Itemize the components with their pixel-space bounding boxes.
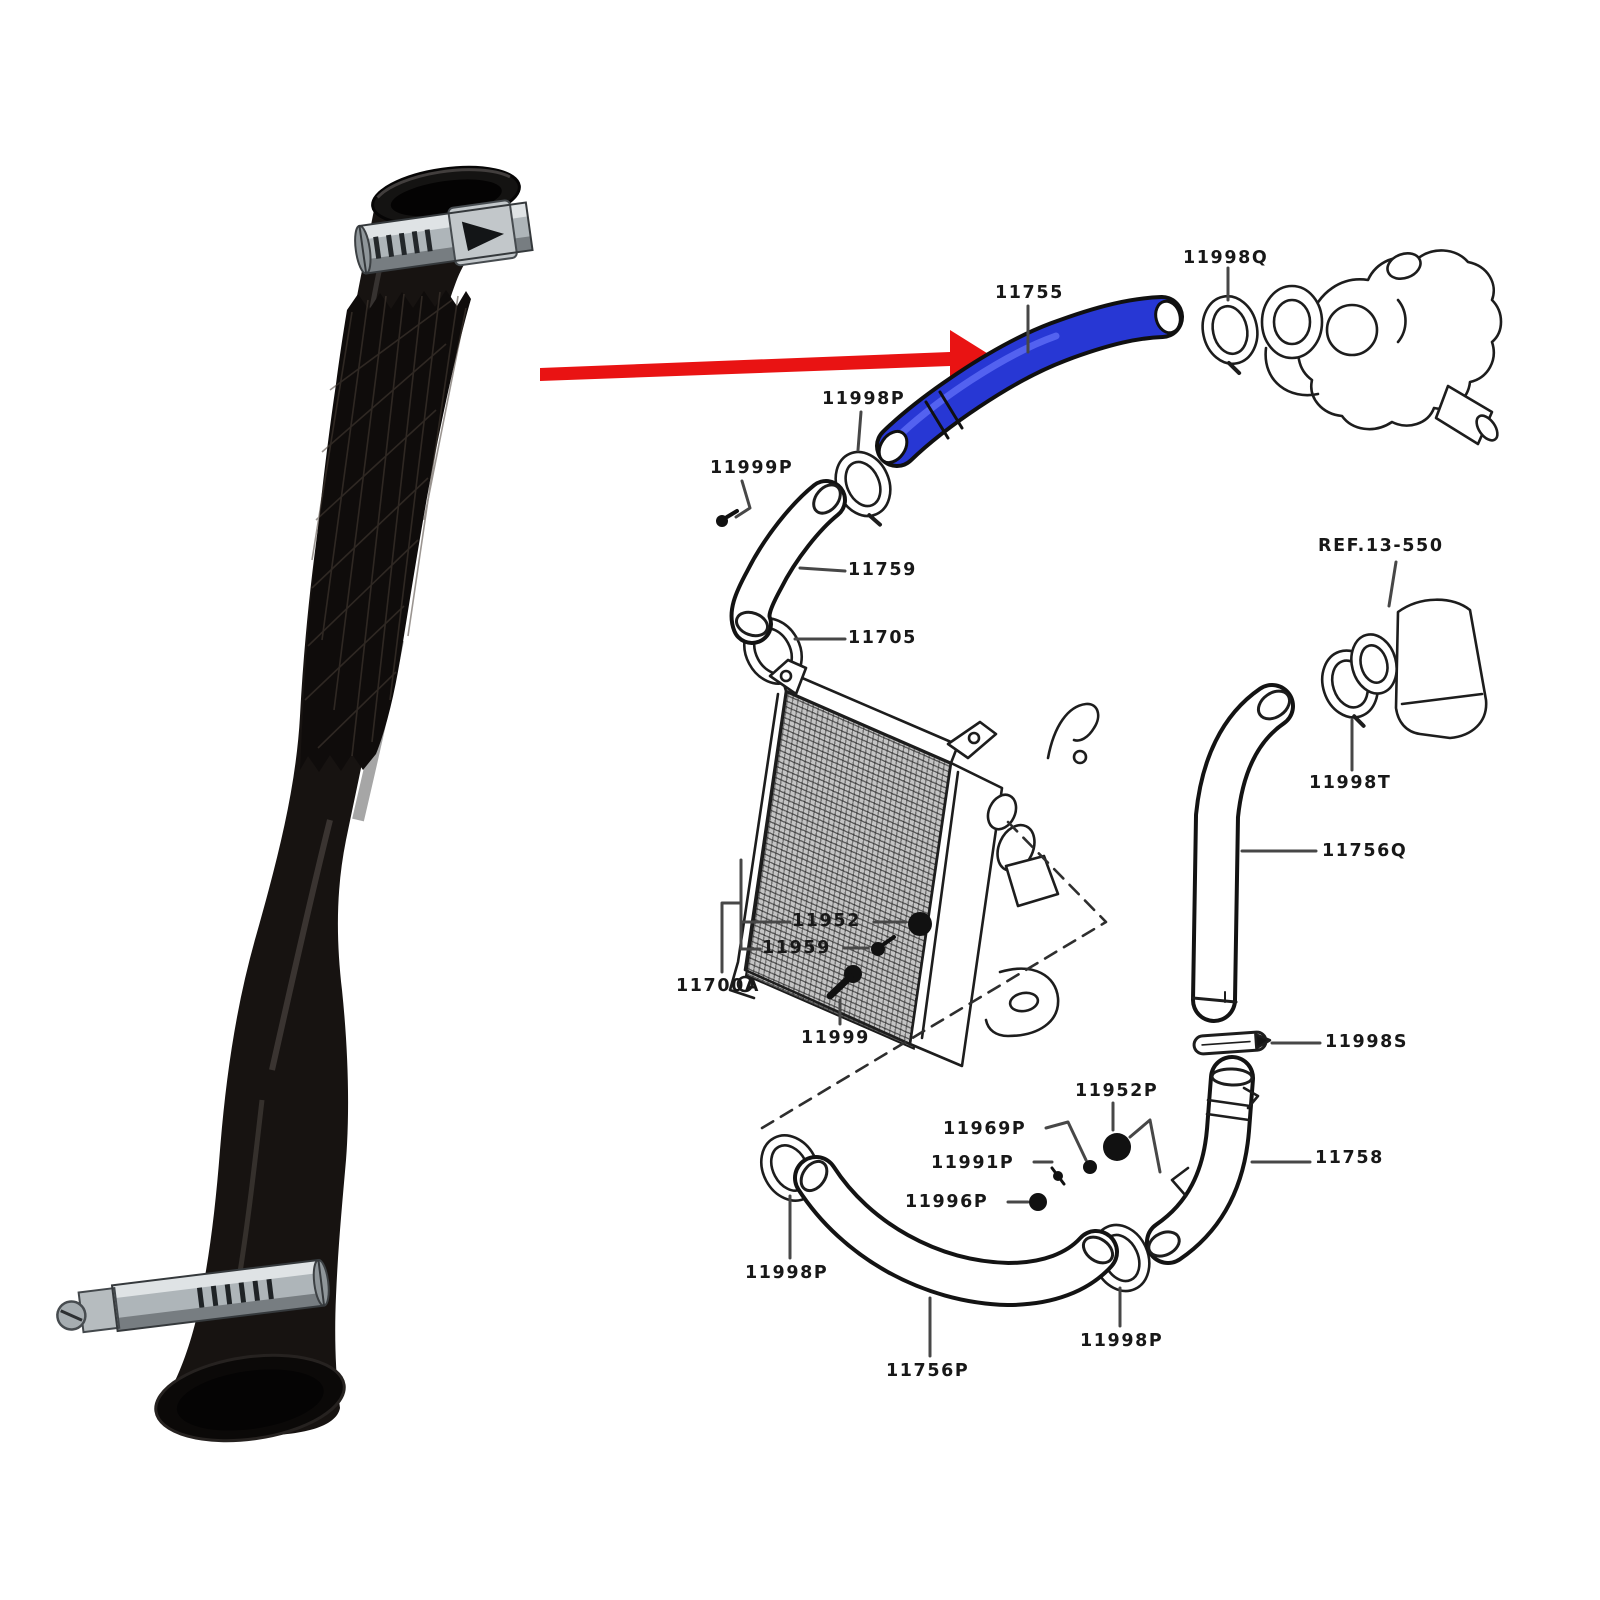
hose-body bbox=[163, 185, 518, 1437]
bolt-11996P-icon bbox=[1029, 1193, 1047, 1211]
part-label-11756P: 11756P bbox=[886, 1361, 970, 1381]
hose-11756P bbox=[793, 1155, 1119, 1307]
clamp-11998P-bottomleft-icon bbox=[760, 1134, 820, 1202]
clamp-11705-icon bbox=[743, 617, 803, 685]
hose-clamp-top bbox=[354, 199, 534, 275]
part-label-11998Q: 11998Q bbox=[1183, 248, 1269, 268]
part-label-11758: 11758 bbox=[1315, 1148, 1384, 1168]
part-label-11705: 11705 bbox=[848, 628, 917, 648]
hose-highlight bbox=[369, 241, 389, 309]
part-label-11759: 11759 bbox=[848, 560, 917, 580]
hose-shadow bbox=[352, 638, 404, 822]
intercooler-core-mesh bbox=[744, 691, 956, 1050]
elbow-hose-11759 bbox=[729, 479, 847, 645]
part-label-11969P: 11969P bbox=[943, 1119, 1027, 1139]
part-label-11755: 11755 bbox=[995, 283, 1064, 303]
clamp-11998P-top-icon bbox=[834, 450, 892, 527]
bolt-11952P-icon bbox=[1103, 1133, 1131, 1161]
part-label-11999: 11999 bbox=[801, 1028, 870, 1048]
red-pointer-arrow bbox=[540, 330, 998, 390]
braid-texture bbox=[304, 291, 467, 757]
turbocharger-sketch bbox=[1260, 249, 1503, 446]
hose-highlight bbox=[269, 819, 333, 1071]
part-label-11756Q: 11756Q bbox=[1322, 841, 1408, 861]
part-label-11952P: 11952P bbox=[1075, 1081, 1159, 1101]
part-label-11998T: 11998T bbox=[1309, 773, 1392, 793]
part-label-11998P-bottomright: 11998P bbox=[1080, 1331, 1164, 1351]
braided-sleeve bbox=[300, 290, 471, 772]
hose-bottom-opening bbox=[154, 1353, 346, 1443]
part-label-11998P-bottomleft: 11998P bbox=[745, 1263, 829, 1283]
hose-clamp-bottom bbox=[56, 1258, 330, 1334]
bolt-11999P-icon bbox=[716, 515, 728, 527]
bolt-11969P-icon bbox=[1083, 1160, 1097, 1174]
bolt-11999P-shaft bbox=[725, 509, 739, 519]
part-label-11999P: 11999P bbox=[710, 458, 794, 478]
clamp-11998T-icon bbox=[1320, 649, 1380, 728]
part-label-11700A: 11700A bbox=[676, 976, 761, 996]
pipe-11756Q bbox=[1191, 683, 1295, 1023]
hose-11755-highlighted bbox=[875, 295, 1184, 468]
clamp-11998P-bottomright-icon bbox=[1091, 1223, 1151, 1293]
hose-11758 bbox=[1145, 1055, 1260, 1265]
part-label-11952: 11952 bbox=[792, 911, 861, 931]
part-label-11998P-top: 11998P bbox=[822, 389, 906, 409]
hose-highlight bbox=[233, 1099, 265, 1297]
hose-top-opening bbox=[371, 165, 521, 227]
clamp-11998Q-icon bbox=[1201, 294, 1259, 376]
bolt-11991P-icon bbox=[1053, 1171, 1063, 1181]
part-label-11959: 11959 bbox=[762, 938, 831, 958]
joint-11998S bbox=[1192, 1030, 1272, 1056]
part-label-ref-13-550: REF.13-550 bbox=[1318, 536, 1444, 556]
part-label-11998S: 11998S bbox=[1325, 1032, 1409, 1052]
hose-photo bbox=[56, 165, 534, 1443]
ref-13-550-fitting bbox=[1350, 598, 1488, 740]
part-label-11996P: 11996P bbox=[905, 1192, 989, 1212]
part-label-11991P: 11991P bbox=[931, 1153, 1015, 1173]
bolt-11991P-shaft bbox=[1050, 1166, 1066, 1186]
